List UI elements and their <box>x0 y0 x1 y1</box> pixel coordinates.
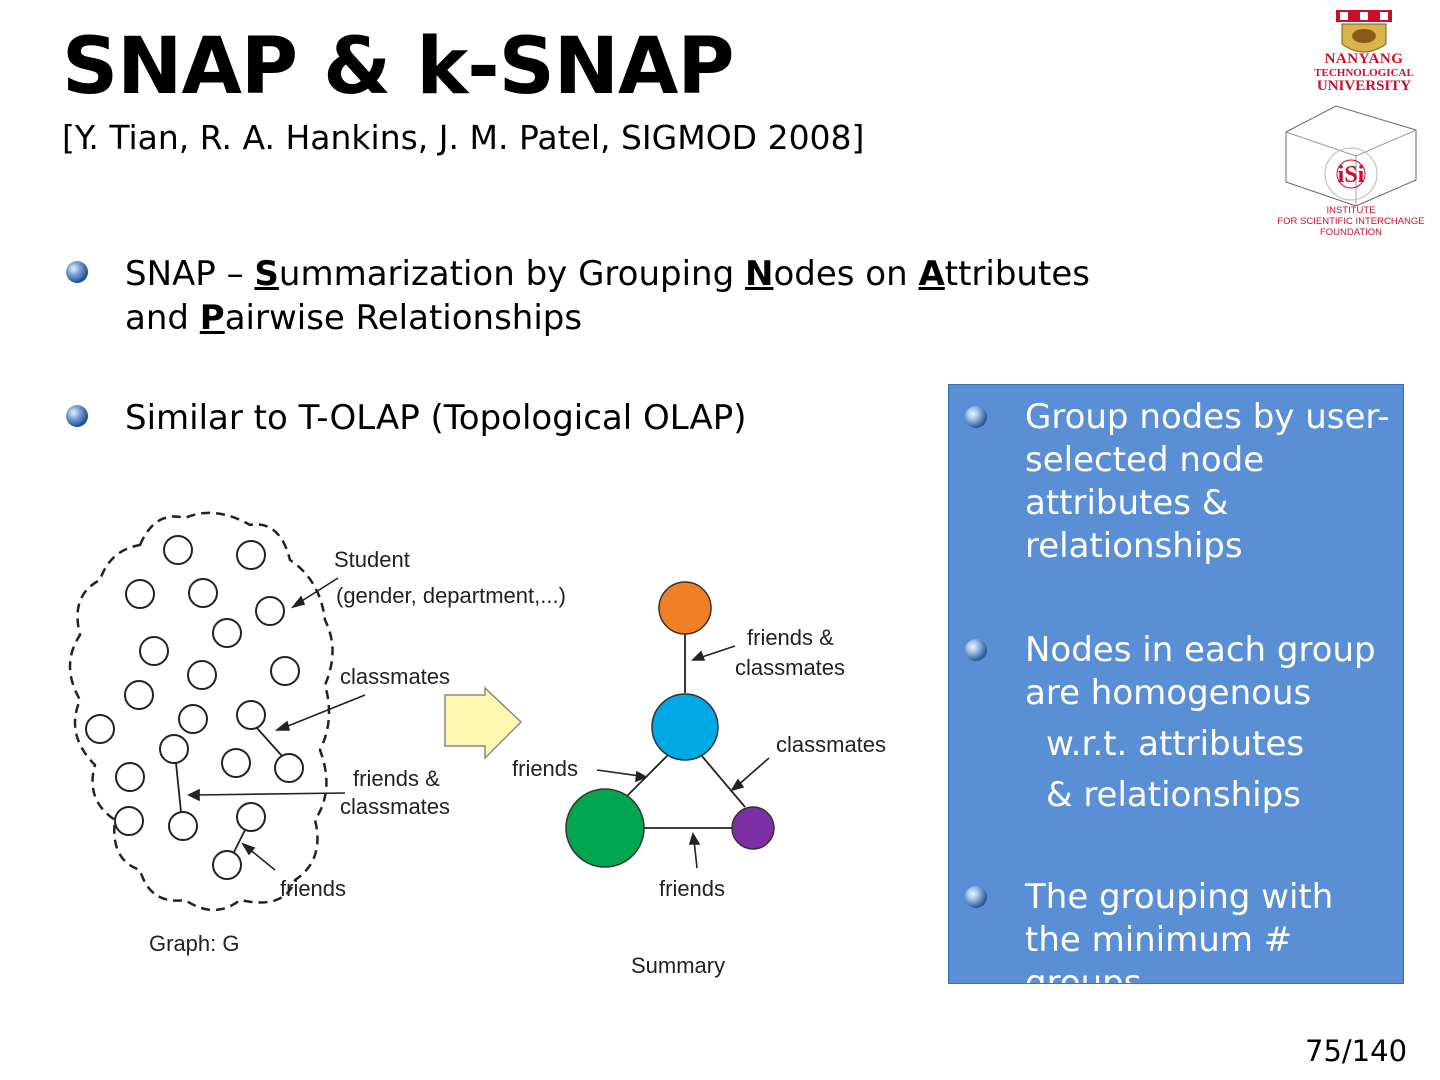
graph-node <box>236 540 266 570</box>
bullet-icon <box>965 639 987 661</box>
acronym-letter: P <box>199 298 225 338</box>
graph-node <box>178 704 208 734</box>
graph-edges <box>175 726 283 853</box>
graph-node <box>115 762 145 792</box>
label-student: Student <box>334 547 410 572</box>
graph-node <box>212 618 242 648</box>
label-friends-classmates: friends & <box>353 766 440 791</box>
summary-annotation-arrows <box>596 645 770 869</box>
ntu-name-line3: UNIVERSITY <box>1316 78 1412 94</box>
summary-label-friends: friends <box>659 876 725 901</box>
graph-node <box>114 806 144 836</box>
callout-item-1: Group nodes by user-selected node attrib… <box>1025 397 1390 566</box>
text-span: odes on <box>773 254 919 294</box>
graph-node <box>125 579 155 609</box>
callout-box: Group nodes by user-selected node attrib… <box>948 384 1404 984</box>
isi-logo: iSi INSTITUTE FOR SCIENTIFIC INTERCHANGE… <box>1266 102 1436 242</box>
ntu-name-line2: TECHNOLOGICAL <box>1314 67 1414 79</box>
graph-node <box>236 802 266 832</box>
summary-caption: Summary <box>631 953 725 978</box>
ntu-crest-icon <box>1336 10 1392 53</box>
bullet-tolap: Similar to T-OLAP (Topological OLAP) <box>125 398 747 438</box>
graph-node <box>212 850 242 880</box>
isi-name-line2: FOR SCIENTIFIC INTERCHANGE <box>1277 215 1425 227</box>
graph-node <box>85 714 115 744</box>
callout-item-2: Nodes in each group are homogenous <box>1025 630 1376 713</box>
graph-node <box>159 734 189 764</box>
ntu-name-line1: NANYANG <box>1324 51 1404 67</box>
graph-cloud-outline <box>68 511 334 912</box>
isi-emblem-icon: iSi <box>1285 105 1417 207</box>
citation: [Y. Tian, R. A. Hankins, J. M. Patel, SI… <box>62 118 865 157</box>
graph-node <box>163 535 193 565</box>
page-number: 75/140 <box>1305 1034 1408 1068</box>
summary-label-friends-classmates: classmates <box>735 655 845 680</box>
slide-title: SNAP & k-SNAP <box>62 22 735 112</box>
graph-nodes <box>85 535 304 880</box>
label-classmates: classmates <box>340 664 450 689</box>
bullet-icon <box>965 886 987 908</box>
summary-label-friends: friends <box>512 756 578 781</box>
graph-labels: Student (gender, department,...) classma… <box>149 547 566 956</box>
summary-label-classmates: classmates <box>776 732 886 757</box>
summary-label-friends-classmates: friends & <box>747 625 834 650</box>
text-span: airwise Relationships <box>224 298 583 338</box>
graph-node <box>255 596 285 626</box>
acronym-letter: A <box>918 254 945 294</box>
graph-node <box>236 700 266 730</box>
summary-labels: friends & classmates classmates friends … <box>512 625 886 978</box>
callout-item-2-sub2: & relationships <box>1046 775 1301 815</box>
text-span: SNAP – <box>125 254 255 294</box>
graph-node <box>124 680 154 710</box>
snap-diagram: Student (gender, department,...) classma… <box>68 511 886 978</box>
text-span: ttributes <box>944 254 1090 294</box>
text-span: ummarization by Grouping <box>278 254 745 294</box>
acronym-letter: S <box>254 254 279 294</box>
text-span: and <box>125 298 200 338</box>
transform-arrow-icon <box>444 686 523 760</box>
graph-node <box>270 656 300 686</box>
ntu-logo: NANYANG TECHNOLOGICAL UNIVERSITY <box>1296 8 1432 98</box>
graph-node <box>221 748 251 778</box>
graph-annotation-arrows <box>187 577 366 871</box>
bullet-icon <box>965 406 987 428</box>
bullet-icon <box>66 405 88 427</box>
graph-node <box>274 753 304 783</box>
graph-node <box>188 578 218 608</box>
summary-node-purple <box>731 806 775 850</box>
label-attributes: (gender, department,...) <box>336 583 566 608</box>
graph-node <box>168 811 198 841</box>
acronym-letter: N <box>744 254 774 294</box>
callout-item-2-sub1: w.r.t. attributes <box>1046 724 1305 764</box>
isi-name-line3: FOUNDATION <box>1319 226 1383 238</box>
graph-caption: Graph: G <box>149 931 239 956</box>
summary-node-orange <box>658 581 712 635</box>
summary-node-green <box>565 788 645 868</box>
bullet-icon <box>66 261 88 283</box>
isi-mark-text: iSi <box>1338 162 1365 188</box>
summary-node-blue <box>651 693 719 761</box>
label-friends: friends <box>280 876 346 901</box>
bullet-snap-definition: SNAP – Summarization by Grouping Nodes o… <box>125 252 1090 340</box>
graph-node <box>139 636 169 666</box>
graph-node <box>187 660 217 690</box>
callout-item-3: The grouping with the minimum # groups <box>1025 877 1334 984</box>
isi-name-line1: INSTITUTE <box>1326 205 1376 216</box>
label-friends-classmates: classmates <box>340 794 450 819</box>
